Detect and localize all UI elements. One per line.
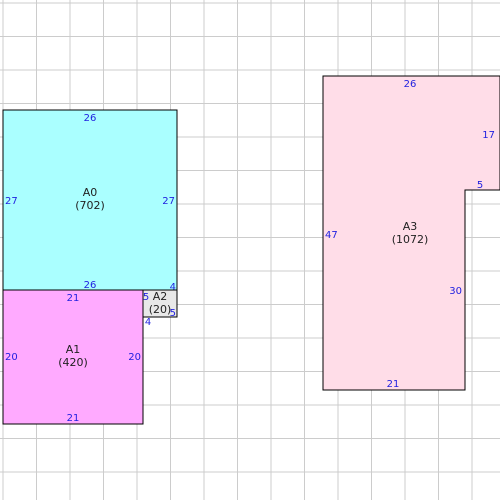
area-A1-dim-bottom: 21 bbox=[67, 413, 80, 424]
area-A0-area: (702) bbox=[75, 199, 105, 212]
area-A2-shape[interactable] bbox=[142, 289, 178, 318]
area-A1-name: A1 bbox=[66, 343, 81, 356]
area-A0-dim-bottom: 26 bbox=[84, 280, 97, 291]
area-A2-dim-left: 5 bbox=[143, 292, 149, 303]
area-A3-dim-notch: 5 bbox=[477, 180, 483, 191]
area-A0-dim-top: 26 bbox=[84, 113, 97, 124]
area-A3[interactable]: A3 (1072) 26 17 5 47 30 21 bbox=[322, 75, 500, 391]
area-A3-dim-left: 47 bbox=[325, 230, 338, 241]
area-A1-dim-right: 20 bbox=[128, 352, 141, 363]
area-A3-name: A3 bbox=[403, 220, 418, 233]
area-A2-dim-right: 5 bbox=[170, 308, 176, 319]
area-A0-dim-corner: 4 bbox=[170, 282, 176, 293]
area-A1-shape[interactable] bbox=[2, 289, 144, 425]
area-A3-dim-top: 26 bbox=[404, 79, 417, 90]
area-A1-dim-top: 21 bbox=[67, 293, 80, 304]
area-A3-area: (1072) bbox=[392, 233, 429, 246]
area-A3-dim-bottom: 21 bbox=[387, 379, 400, 390]
area-A3-dim-right-upper: 17 bbox=[482, 130, 495, 141]
area-A1-dim-left: 20 bbox=[5, 352, 18, 363]
area-A3-shape[interactable] bbox=[322, 75, 500, 391]
area-A3-dim-right-lower: 30 bbox=[449, 286, 462, 297]
area-A0-name: A0 bbox=[83, 186, 98, 199]
area-A2-name: A2 bbox=[153, 290, 168, 303]
area-A0-dim-right: 27 bbox=[162, 196, 175, 207]
area-A1[interactable]: A1 (420) 21 20 20 21 bbox=[2, 289, 144, 425]
area-A2[interactable]: A2 (20) 5 4 5 bbox=[142, 289, 178, 328]
area-A0-dim-left: 27 bbox=[5, 196, 18, 207]
area-A2-area: (20) bbox=[149, 303, 172, 316]
area-A0[interactable]: A0 (702) 26 27 27 26 4 bbox=[2, 109, 178, 293]
area-A2-dim-bottom: 4 bbox=[145, 317, 151, 328]
area-A1-area: (420) bbox=[58, 356, 88, 369]
